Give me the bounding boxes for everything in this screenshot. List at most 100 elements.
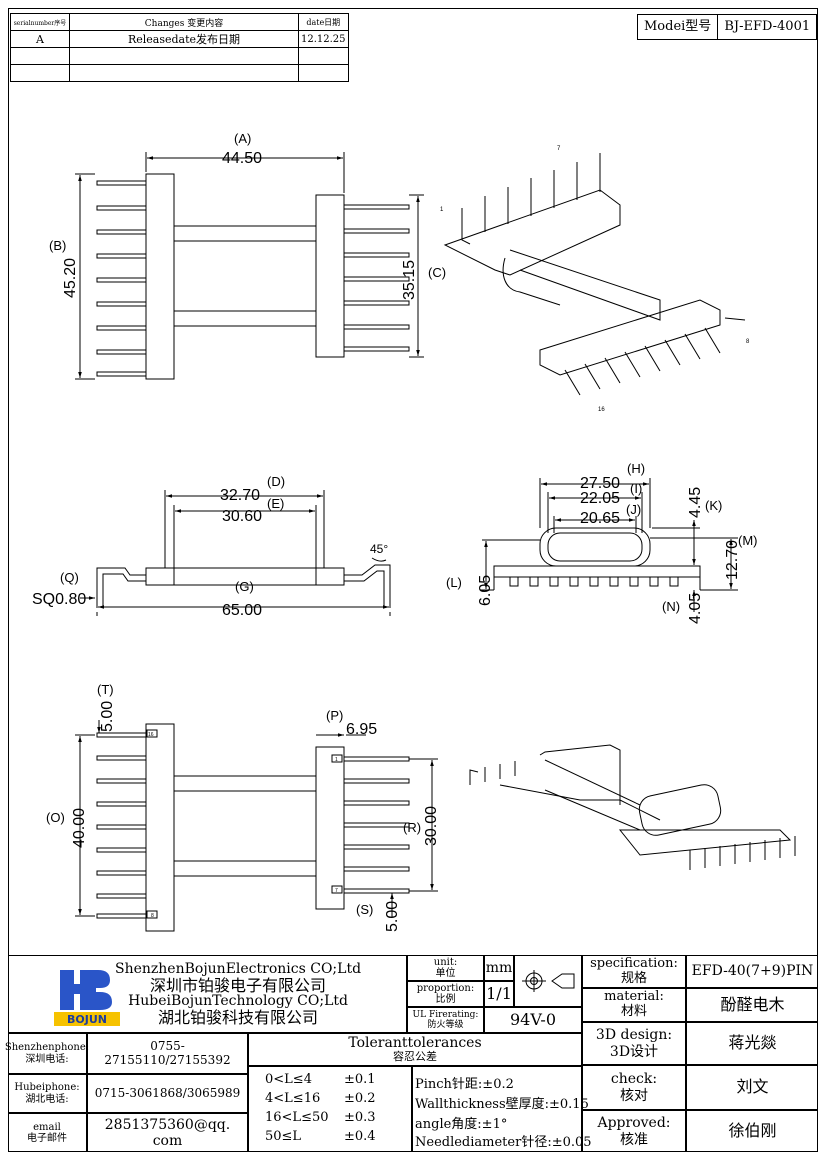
approved-value: 徐伯刚 (686, 1110, 818, 1152)
tolerance-range: 0<L≤4 (265, 1072, 312, 1087)
bottom-right-pins (343, 756, 410, 894)
pin-label: 7 (335, 888, 338, 894)
ul-value: 94V-0 (484, 1007, 582, 1033)
tolerance-range: 50≤L (265, 1129, 302, 1144)
tolerance-notes (412, 1066, 582, 1152)
dim-B-value: 45.20 (62, 258, 79, 298)
tolerance-title-cn: 容忍公差 (393, 1050, 437, 1064)
material-label: material: 材料 (582, 988, 686, 1022)
spec-value: EFD-40(7+9)PIN (686, 955, 818, 988)
dim-G-label: (G) (235, 579, 254, 594)
bojun-logo: BOJUN (54, 970, 120, 1026)
dim-Q-value: SQ0.80 (32, 591, 86, 608)
tolerance-title-en: Toleranttolerances (348, 1035, 482, 1052)
change-log-cell (69, 64, 299, 82)
tolerance-title: Toleranttolerances 容忍公差 (248, 1033, 582, 1066)
pin-label: 8 (746, 339, 750, 345)
spec-label: specification: 规格 (582, 955, 686, 988)
dim-T-label: (T) (97, 682, 114, 697)
change-log-table: serialnumber序号 Changes 变更内容 date日期 A Rel… (10, 13, 349, 82)
dim-C-value: 35.15 (401, 260, 418, 300)
end-view (480, 478, 738, 612)
dim-M-value: 12.70 (724, 540, 741, 580)
dim-I-label: (I) (630, 481, 642, 496)
dim-angle: 45° (370, 542, 388, 556)
tolerance-range: 4<L≤16 (265, 1091, 321, 1106)
change-log-cell (298, 64, 349, 82)
dim-B-label: (B) (49, 238, 66, 253)
dim-L-value: 6.05 (477, 575, 494, 606)
dim-D-label: (D) (267, 474, 285, 489)
dim-R-label: (R) (403, 820, 421, 835)
logo-text: BOJUN (67, 1013, 107, 1026)
pin-label: 16 (598, 407, 605, 413)
third-angle-projection-icon (522, 970, 575, 992)
dim-E-value: 30.60 (222, 508, 262, 525)
proportion-label: proportion: 比例 (407, 981, 484, 1007)
tolerance-note: Wallthickness壁厚度:±0.15 (415, 1097, 589, 1112)
dim-P-label: (P) (326, 708, 343, 723)
iso-pins-top (461, 153, 746, 396)
tolerance-value: ±0.4 (344, 1129, 376, 1144)
pin-label: 1 (335, 757, 338, 763)
company-name-2-en: HubeiBojunTechnology CO;Ltd (128, 993, 348, 1009)
tolerance-note: angle角度:±1° (415, 1117, 508, 1132)
tolerance-value: ±0.1 (344, 1072, 376, 1087)
ul-label: UL Firerating: 防火等级 (407, 1007, 484, 1033)
dim-S-label: (S) (356, 902, 373, 917)
company-name-1-en: ShenzhenBojunElectronics CO;Ltd (115, 961, 362, 977)
dim-H-label: (H) (627, 461, 645, 476)
left-pins (96, 180, 147, 377)
company-cell: BOJUN ShenzhenBojunElectronics CO;Ltd 深圳… (8, 955, 407, 1033)
projection-symbol (514, 955, 582, 1007)
dim-C-label: (C) (428, 265, 446, 280)
dim-O-value: 40.00 (71, 808, 88, 848)
model-box: Modei型号 BJ-EFD-4001 (637, 14, 818, 40)
material-value: 酚醛电木 (686, 988, 818, 1022)
dim-J-value: 20.65 (580, 510, 620, 527)
dim-A-value: 44.50 (222, 150, 262, 167)
tolerance-note: Needlediameter针径:±0.05 (415, 1135, 592, 1150)
dim-E-label: (E) (267, 496, 284, 511)
approved-label: Approved: 核准 (582, 1110, 686, 1152)
pin-label: 16 (148, 732, 154, 738)
tolerance-value: ±0.2 (344, 1091, 376, 1106)
design-value: 蒋光燚 (686, 1022, 818, 1065)
contact-value: 0755-27155110/27155392 (87, 1033, 248, 1074)
drawing-frame (8, 8, 818, 1152)
model-value: BJ-EFD-4001 (717, 15, 816, 39)
proportion-value: 1/1 (484, 981, 514, 1007)
dim-D-value: 32.70 (220, 487, 260, 504)
dim-M-label: (M) (738, 533, 758, 548)
tolerance-note: Pinch针距:±0.2 (415, 1077, 514, 1092)
dim-N-value: 4.05 (687, 593, 704, 624)
dim-R-value: 30.00 (423, 806, 440, 846)
tolerance-ranges (248, 1066, 412, 1152)
end-view-slots (509, 577, 679, 587)
technical-drawing: (A) 44.50 (B) 45.20 (C) 35.15 (D) 32.70 … (32, 131, 796, 932)
contact-value: 0715-3061868/3065989 (87, 1074, 248, 1113)
iso-pins-bottom (469, 761, 796, 870)
right-pins (343, 204, 410, 352)
unit-label: unit: 单位 (407, 955, 484, 981)
bottom-view (75, 720, 438, 932)
pin-label: 7 (557, 146, 561, 152)
unit-value: mm (484, 955, 514, 981)
company-name-1-cn: 深圳市铂骏电子有限公司 (150, 976, 327, 995)
dim-O-label: (O) (46, 810, 65, 825)
contact-label: Hubeiphone: 湖北电话: (8, 1074, 87, 1113)
dim-K-value: 4.45 (687, 487, 704, 518)
pin-label: 1 (440, 207, 444, 213)
dim-J-label: (J) (626, 502, 641, 517)
dim-T-value: 5.00 (99, 701, 116, 732)
top-view (75, 152, 424, 380)
model-label: Modei型号 (644, 19, 712, 34)
check-label: check: 核对 (582, 1065, 686, 1110)
dim-P-value: 6.95 (346, 721, 377, 738)
dim-N-label: (N) (662, 599, 680, 614)
dim-I-value: 22.05 (580, 490, 620, 507)
tolerance-range: 16<L≤50 (265, 1110, 329, 1125)
isometric-view-bottom (469, 744, 796, 870)
dim-K-label: (K) (705, 498, 722, 513)
isometric-view-top (443, 153, 746, 396)
